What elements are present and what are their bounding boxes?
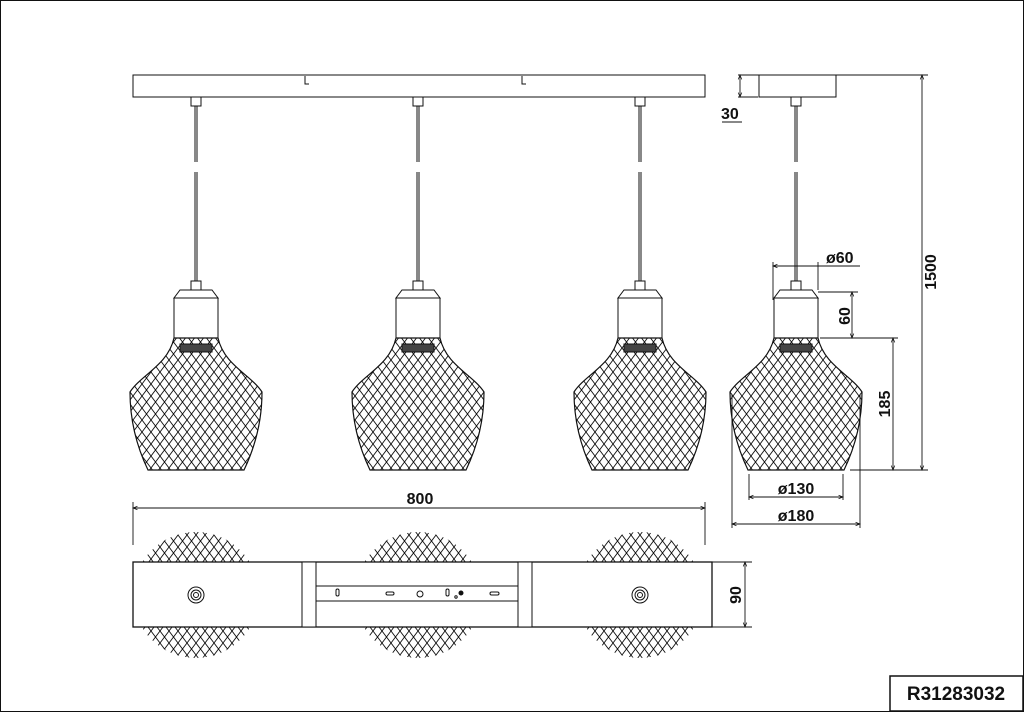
pendant-left	[128, 95, 264, 472]
dim-canopy-width: 90	[728, 586, 745, 604]
pendant-side	[728, 95, 864, 472]
pendant-right	[572, 95, 708, 472]
canopy-side	[758, 74, 837, 98]
dim-canopy-height: 30	[721, 106, 739, 123]
top-view	[132, 532, 713, 658]
dim-shade-max-diameter: ø180	[778, 508, 815, 525]
dim-holder-diameter: ø60	[826, 250, 854, 267]
dim-shade-height: 185	[877, 391, 894, 418]
dimension-lines	[133, 75, 928, 627]
bracket-left	[301, 561, 317, 628]
bracket-right	[517, 561, 533, 628]
dim-holder-height: 60	[837, 307, 854, 325]
canopy-front	[132, 74, 706, 98]
dim-shade-bottom-diameter: ø130	[778, 481, 815, 498]
title-block	[889, 675, 1024, 712]
product-code: R31283032	[907, 684, 1005, 705]
canopy-screws	[304, 76, 526, 85]
dim-canopy-length: 800	[407, 491, 434, 508]
pendant-middle	[350, 95, 486, 472]
dim-total-height: 1500	[923, 254, 940, 290]
